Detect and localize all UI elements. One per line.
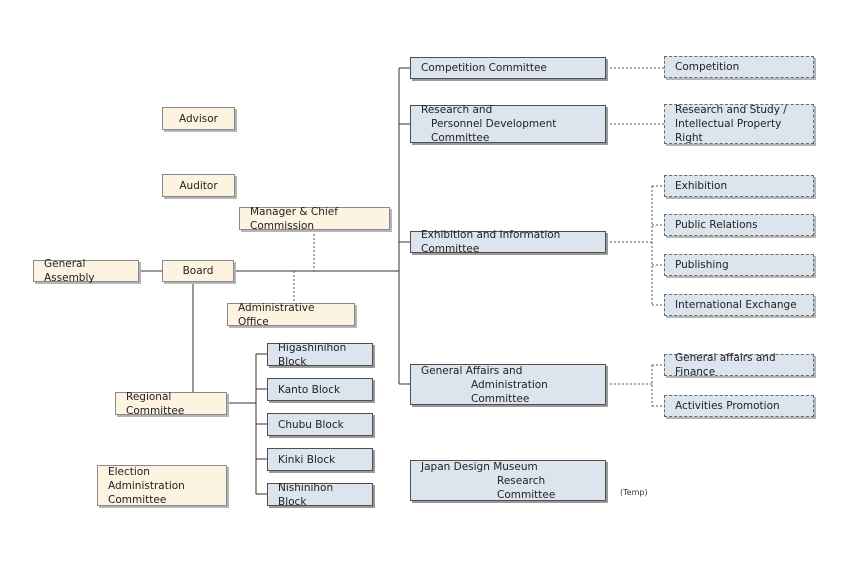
activities-promotion-box: Activities Promotion <box>664 395 814 417</box>
general-affairs-line2: Administration Committee <box>471 378 548 405</box>
advisor-label: Advisor <box>178 112 218 125</box>
museum-temp-note: (Temp) <box>620 488 648 497</box>
election-admin-line1: Election Administration <box>108 465 185 492</box>
public-relations-label: Public Relations <box>675 219 758 231</box>
research-study-line2: Intellectual Property Right <box>675 118 782 144</box>
block-label: Chubu Block <box>278 418 344 431</box>
manager-chief-commission-label: Manager & Chief Commission <box>250 205 338 232</box>
research-line2: Personnel Development Committee <box>431 118 557 144</box>
museum-line1: Japan Design Museum <box>421 460 538 473</box>
exhibition-information-committee-box: Exhibition and Information Committee <box>410 229 606 255</box>
activities-promotion-label: Activities Promotion <box>675 400 780 412</box>
block-label: Higashinihon Block <box>278 341 347 368</box>
general-affairs-finance-box: General affairs and Finance <box>664 352 814 378</box>
board-box: Board <box>162 260 234 282</box>
board-label: Board <box>182 265 214 277</box>
international-exchange-box: International Exchange <box>664 294 814 316</box>
exhibition-label: Exhibition <box>675 180 728 192</box>
publishing-box: Publishing <box>664 254 814 276</box>
international-exchange-label: International Exchange <box>675 299 797 311</box>
competition-committee-box: Competition Committee <box>410 57 606 79</box>
public-relations-box: Public Relations <box>664 214 814 236</box>
research-personnel-committee-box: Research and Personnel Development Commi… <box>410 104 606 144</box>
competition-box: Competition <box>664 56 814 78</box>
regional-committee-box: Regional Committee <box>115 390 227 417</box>
research-line1: Research and <box>421 104 493 116</box>
block-label: Kinki Block <box>278 453 336 466</box>
research-study-box: Research and Study / Intellectual Proper… <box>664 104 814 144</box>
general-affairs-finance-label: General affairs and Finance <box>675 352 776 378</box>
museum-line2: Research Committee <box>497 474 556 501</box>
block-label: Kanto Block <box>278 383 341 396</box>
general-assembly-label: General Assembly <box>44 258 95 284</box>
general-affairs-line1: General Affairs and <box>421 364 523 377</box>
exhibition-box: Exhibition <box>664 175 814 197</box>
competition-committee-label: Competition Committee <box>421 62 547 74</box>
manager-chief-commission-box: Manager & Chief Commission <box>239 205 390 232</box>
auditor-label: Auditor <box>179 179 218 192</box>
general-affairs-committee-box: General Affairs and Administration Commi… <box>410 364 606 405</box>
regional-committee-label: Regional Committee <box>126 390 185 417</box>
japan-design-museum-committee-box: Japan Design Museum Research Committee <box>410 460 606 501</box>
research-study-line1: Research and Study / <box>675 104 787 116</box>
publishing-label: Publishing <box>675 259 729 271</box>
block-nishinihon: Nishinihon Block <box>267 481 373 508</box>
advisor-box: Advisor <box>162 107 235 130</box>
block-kinki: Kinki Block <box>267 448 373 471</box>
election-admin-line2: Committee <box>108 493 167 506</box>
administrative-office-box: Administrative Office <box>227 301 355 328</box>
exhibition-committee-label: Exhibition and Information Committee <box>421 229 561 255</box>
auditor-box: Auditor <box>162 174 235 197</box>
block-chubu: Chubu Block <box>267 413 373 436</box>
competition-label: Competition <box>675 61 740 73</box>
block-label: Nishinihon Block <box>278 481 334 508</box>
election-administration-committee-box: Election Administration Committee <box>97 465 227 506</box>
block-higashinihon: Higashinihon Block <box>267 341 373 368</box>
general-assembly-box: General Assembly <box>33 258 139 284</box>
administrative-office-label: Administrative Office <box>238 301 315 328</box>
block-kanto: Kanto Block <box>267 378 373 401</box>
